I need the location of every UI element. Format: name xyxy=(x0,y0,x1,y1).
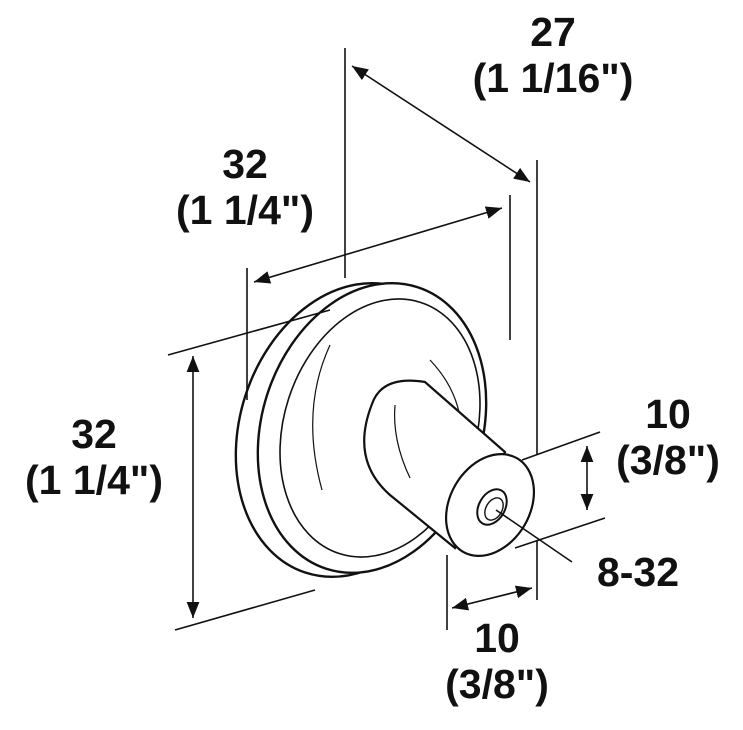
depth-imperial: (1 1/16") xyxy=(472,54,634,101)
rose-width-metric: 32 xyxy=(222,141,268,187)
stem-length-imperial: (3/8") xyxy=(445,660,549,707)
thread-spec: 8-32 xyxy=(596,549,680,595)
stem-diameter-label: 10 (3/8") xyxy=(596,391,740,484)
stem-end-face xyxy=(444,453,536,557)
rose-height-metric: 32 xyxy=(71,411,117,457)
stem-length-dimension-line xyxy=(451,585,533,611)
thread-label: 8-32 xyxy=(576,549,700,596)
depth-metric: 27 xyxy=(530,9,576,55)
stem-diameter-metric: 10 xyxy=(645,391,691,437)
depth-dimension-line xyxy=(351,65,531,183)
rose-height-imperial: (1 1/4") xyxy=(25,456,163,503)
knob-face-shading xyxy=(312,344,331,491)
rose-width-dimension-line xyxy=(253,206,503,284)
depth-label: 27 (1 1/16") xyxy=(438,9,668,102)
rose-width-label: 32 (1 1/4") xyxy=(145,141,345,234)
stem-diameter-imperial: (3/8") xyxy=(616,436,720,483)
thread-leader-line xyxy=(495,509,573,563)
rose-height-label: 32 (1 1/4") xyxy=(0,411,188,504)
stem-length-metric: 10 xyxy=(474,615,520,661)
rose-width-imperial: (1 1/4") xyxy=(176,186,314,233)
threaded-hole-icon xyxy=(476,488,508,526)
stem-length-label: 10 (3/8") xyxy=(425,615,569,708)
